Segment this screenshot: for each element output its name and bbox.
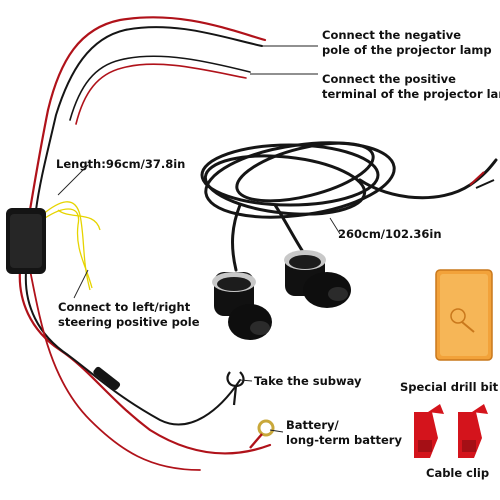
- wire-end-tips: [469, 171, 495, 189]
- battery-terminal: [249, 419, 275, 449]
- inline-fuse: [93, 366, 121, 390]
- label-steering: Connect to left/right steering positive …: [58, 300, 200, 329]
- control-box: [6, 208, 46, 274]
- label-length-short: Length:96cm/37.8in: [56, 157, 186, 171]
- label-positive-terminal: Connect the positive terminal of the pro…: [322, 72, 500, 101]
- label-negative-pole: Connect the negative pole of the project…: [322, 28, 492, 57]
- cable-clip-left: [414, 404, 444, 458]
- coiled-lamp-harness: [200, 141, 498, 272]
- label-battery: Battery/ long-term battery: [286, 418, 402, 447]
- label-cable-clip: Cable clip: [426, 466, 490, 480]
- cable-clip-right: [458, 404, 488, 458]
- label-subway: Take the subway: [254, 374, 362, 388]
- yellow-steering-wire: [41, 201, 101, 291]
- label-length-long: 260cm/102.36in: [338, 227, 442, 241]
- leader-lines: [57, 45, 341, 433]
- projector-lamp-right: [284, 250, 351, 308]
- harness-wire-pair: [18, 16, 272, 471]
- drill-bit-box: [435, 269, 493, 361]
- label-drill-bit: Special drill bit: [400, 380, 499, 394]
- subway-terminal: [226, 371, 245, 406]
- projector-lamp-left: [212, 272, 272, 340]
